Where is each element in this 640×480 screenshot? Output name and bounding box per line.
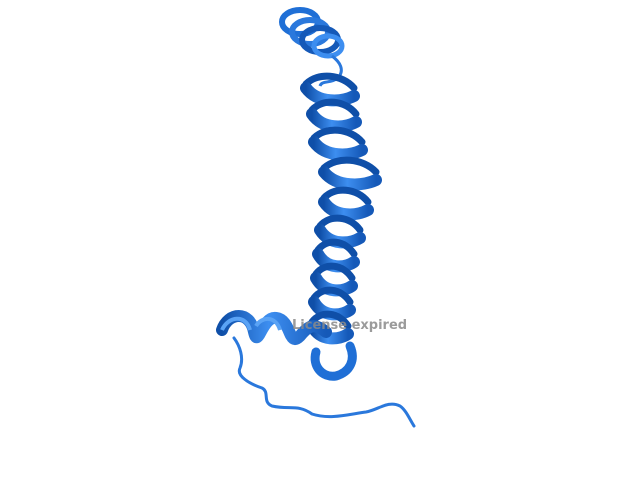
helix-turn-back — [320, 186, 372, 206]
main-helix — [300, 72, 382, 345]
helix-turn-front — [306, 108, 362, 133]
helix-turn-back — [308, 98, 360, 118]
helix-turn-back — [320, 156, 380, 176]
helix-turn-front — [308, 136, 368, 161]
helix-turn-front — [300, 82, 360, 107]
helix-turn-back — [302, 72, 358, 92]
bottom-helix — [216, 310, 332, 345]
helix-turn-back — [314, 238, 358, 258]
helix-turn-front — [318, 196, 374, 221]
helix-turn-back — [310, 286, 354, 306]
helix-turn-front — [318, 166, 382, 191]
helix-turn-back — [312, 262, 356, 282]
tail-coil — [232, 336, 416, 428]
helix-lower-end — [310, 341, 357, 381]
top-loop — [318, 54, 343, 87]
top-helix-coils — [279, 7, 345, 59]
helix-turn-back — [316, 214, 364, 234]
helix-turn-back — [310, 126, 366, 146]
helix-turn-back — [308, 310, 352, 330]
